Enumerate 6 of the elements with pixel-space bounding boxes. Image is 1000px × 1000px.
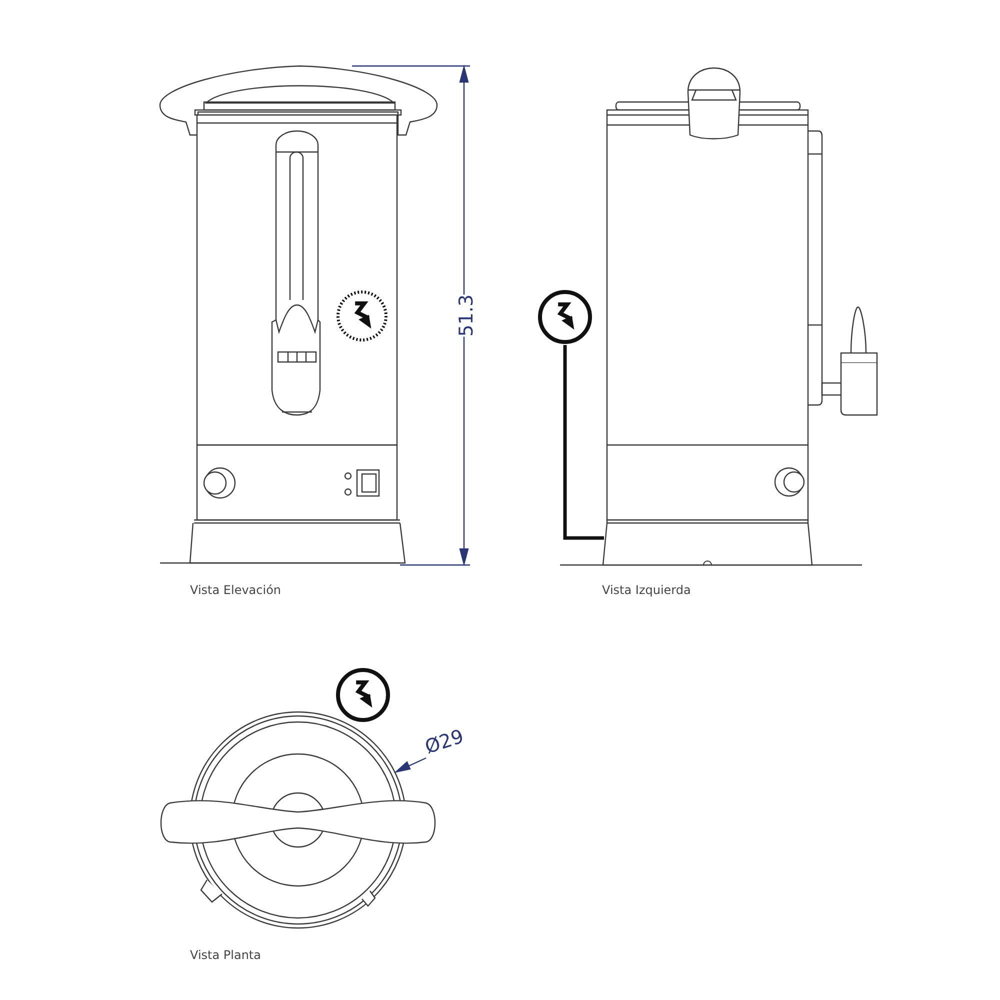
- view-caption: Vista Izquierda: [602, 584, 691, 596]
- view-caption: Vista Elevación: [190, 584, 282, 596]
- power-cord-line: [563, 345, 604, 540]
- power-symbol-icon: [537, 289, 593, 345]
- view-caption: Vista Planta: [190, 949, 261, 961]
- dimension-value: Ø29: [423, 727, 466, 758]
